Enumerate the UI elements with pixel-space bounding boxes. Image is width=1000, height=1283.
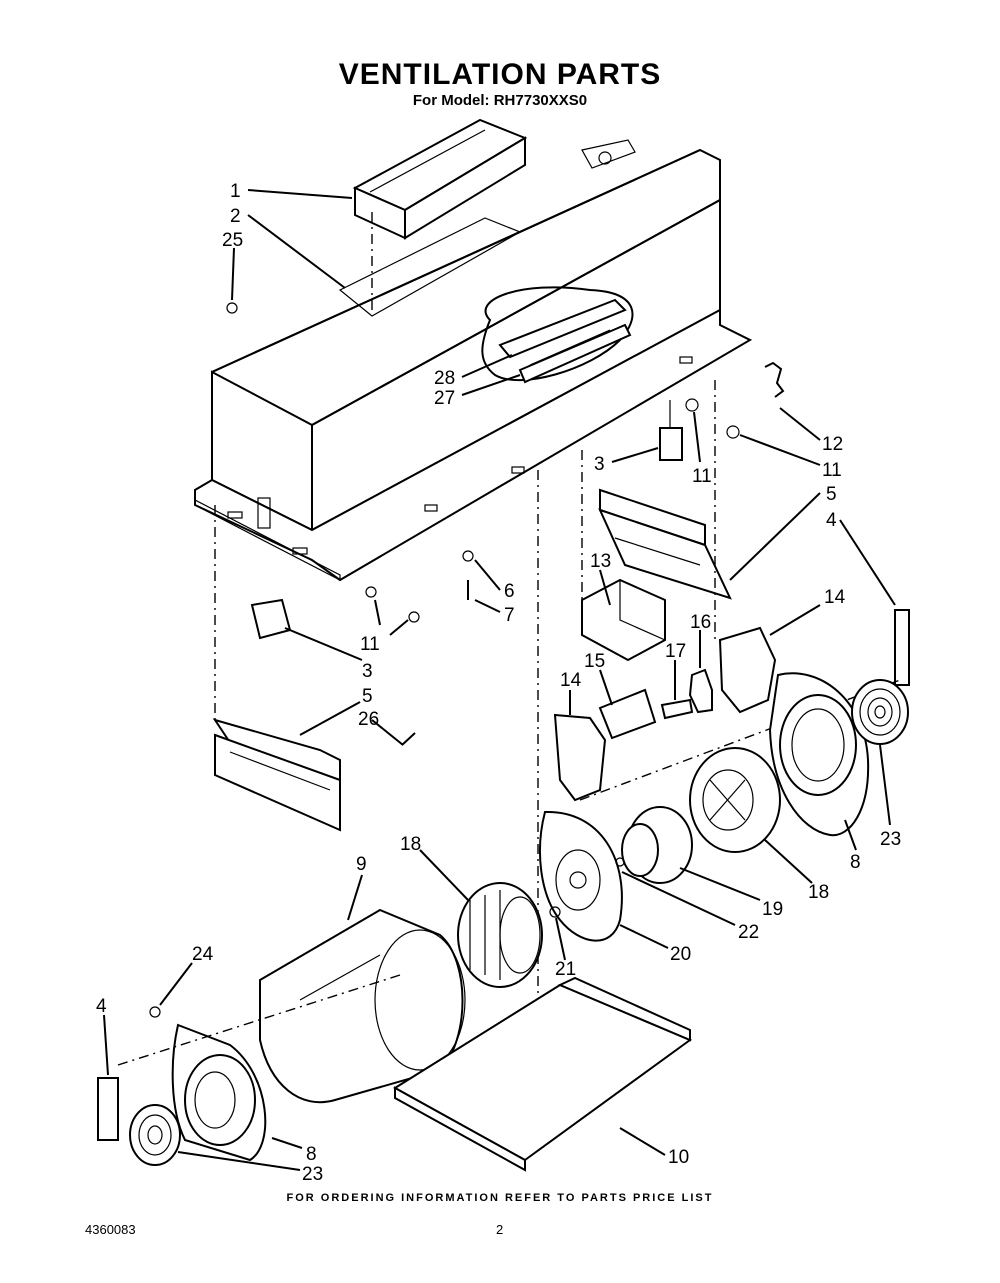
callout-28: 28 xyxy=(434,368,455,389)
duct-connector xyxy=(352,118,528,240)
left-bracket-5 xyxy=(212,718,341,832)
callout-numbers: 1 2 25 28 27 3 11 12 11 5 4 6 7 13 14 16… xyxy=(96,181,901,1185)
callout-2: 2 xyxy=(230,206,241,227)
left-bracket xyxy=(97,1077,119,1141)
callout-20: 20 xyxy=(670,944,691,965)
left-blower-housing xyxy=(171,1023,267,1162)
callout-8-left: 8 xyxy=(306,1144,317,1165)
callout-5-right: 5 xyxy=(826,484,837,505)
callout-21: 21 xyxy=(555,959,576,980)
document-number: 4360083 xyxy=(85,1222,136,1237)
hood-body xyxy=(194,139,753,582)
leader-lines xyxy=(103,189,896,1171)
callout-12: 12 xyxy=(822,434,843,455)
callout-13: 13 xyxy=(590,551,611,572)
callout-18-right: 18 xyxy=(808,882,829,903)
callout-3-right: 3 xyxy=(594,454,605,475)
callout-9: 9 xyxy=(356,854,367,875)
callout-15: 15 xyxy=(584,651,605,672)
callout-17: 17 xyxy=(665,641,686,662)
callout-23-left: 23 xyxy=(302,1164,323,1185)
ordering-note: FOR ORDERING INFORMATION REFER TO PARTS … xyxy=(286,1192,714,1204)
motor xyxy=(621,806,693,884)
callout-7: 7 xyxy=(504,605,515,626)
left-switch xyxy=(250,598,292,640)
callout-11-b: 11 xyxy=(822,460,842,481)
callout-4-left: 4 xyxy=(96,996,107,1017)
callout-1: 1 xyxy=(230,181,241,202)
left-finger-guard xyxy=(129,1104,181,1166)
fasteners xyxy=(149,302,625,1018)
model-subtitle: For Model: RH7730XXS0 xyxy=(412,92,588,109)
callout-27: 27 xyxy=(434,388,455,409)
callout-16: 16 xyxy=(690,612,711,633)
callout-5-left: 5 xyxy=(362,686,373,707)
callout-14-right: 14 xyxy=(824,587,846,608)
page-number: 2 xyxy=(496,1222,504,1237)
callout-22: 22 xyxy=(738,922,759,943)
right-components xyxy=(553,361,910,802)
left-blower-wheel xyxy=(457,882,543,988)
callout-4-right: 4 xyxy=(826,510,837,531)
callout-25: 25 xyxy=(222,230,243,251)
callout-24: 24 xyxy=(192,944,214,965)
right-blower-wheel xyxy=(689,747,781,853)
callout-19: 19 xyxy=(762,899,783,920)
callout-6: 6 xyxy=(504,581,515,602)
motor-mount-plate xyxy=(539,810,623,942)
callout-3-left: 3 xyxy=(362,661,373,682)
right-blower-housing xyxy=(768,672,870,837)
callout-18-left: 18 xyxy=(400,834,421,855)
bottom-tray xyxy=(393,976,693,1172)
callout-26: 26 xyxy=(358,709,379,730)
callout-11-a: 11 xyxy=(692,466,712,487)
callout-23-right: 23 xyxy=(880,829,901,850)
callout-8-right: 8 xyxy=(850,852,861,873)
switch-panel-detail xyxy=(481,286,634,384)
right-finger-guard xyxy=(851,679,909,745)
callout-11-left: 11 xyxy=(360,634,380,655)
callout-10: 10 xyxy=(668,1147,689,1168)
page-title: VENTILATION PARTS xyxy=(338,58,662,91)
callout-14-left: 14 xyxy=(560,670,582,691)
